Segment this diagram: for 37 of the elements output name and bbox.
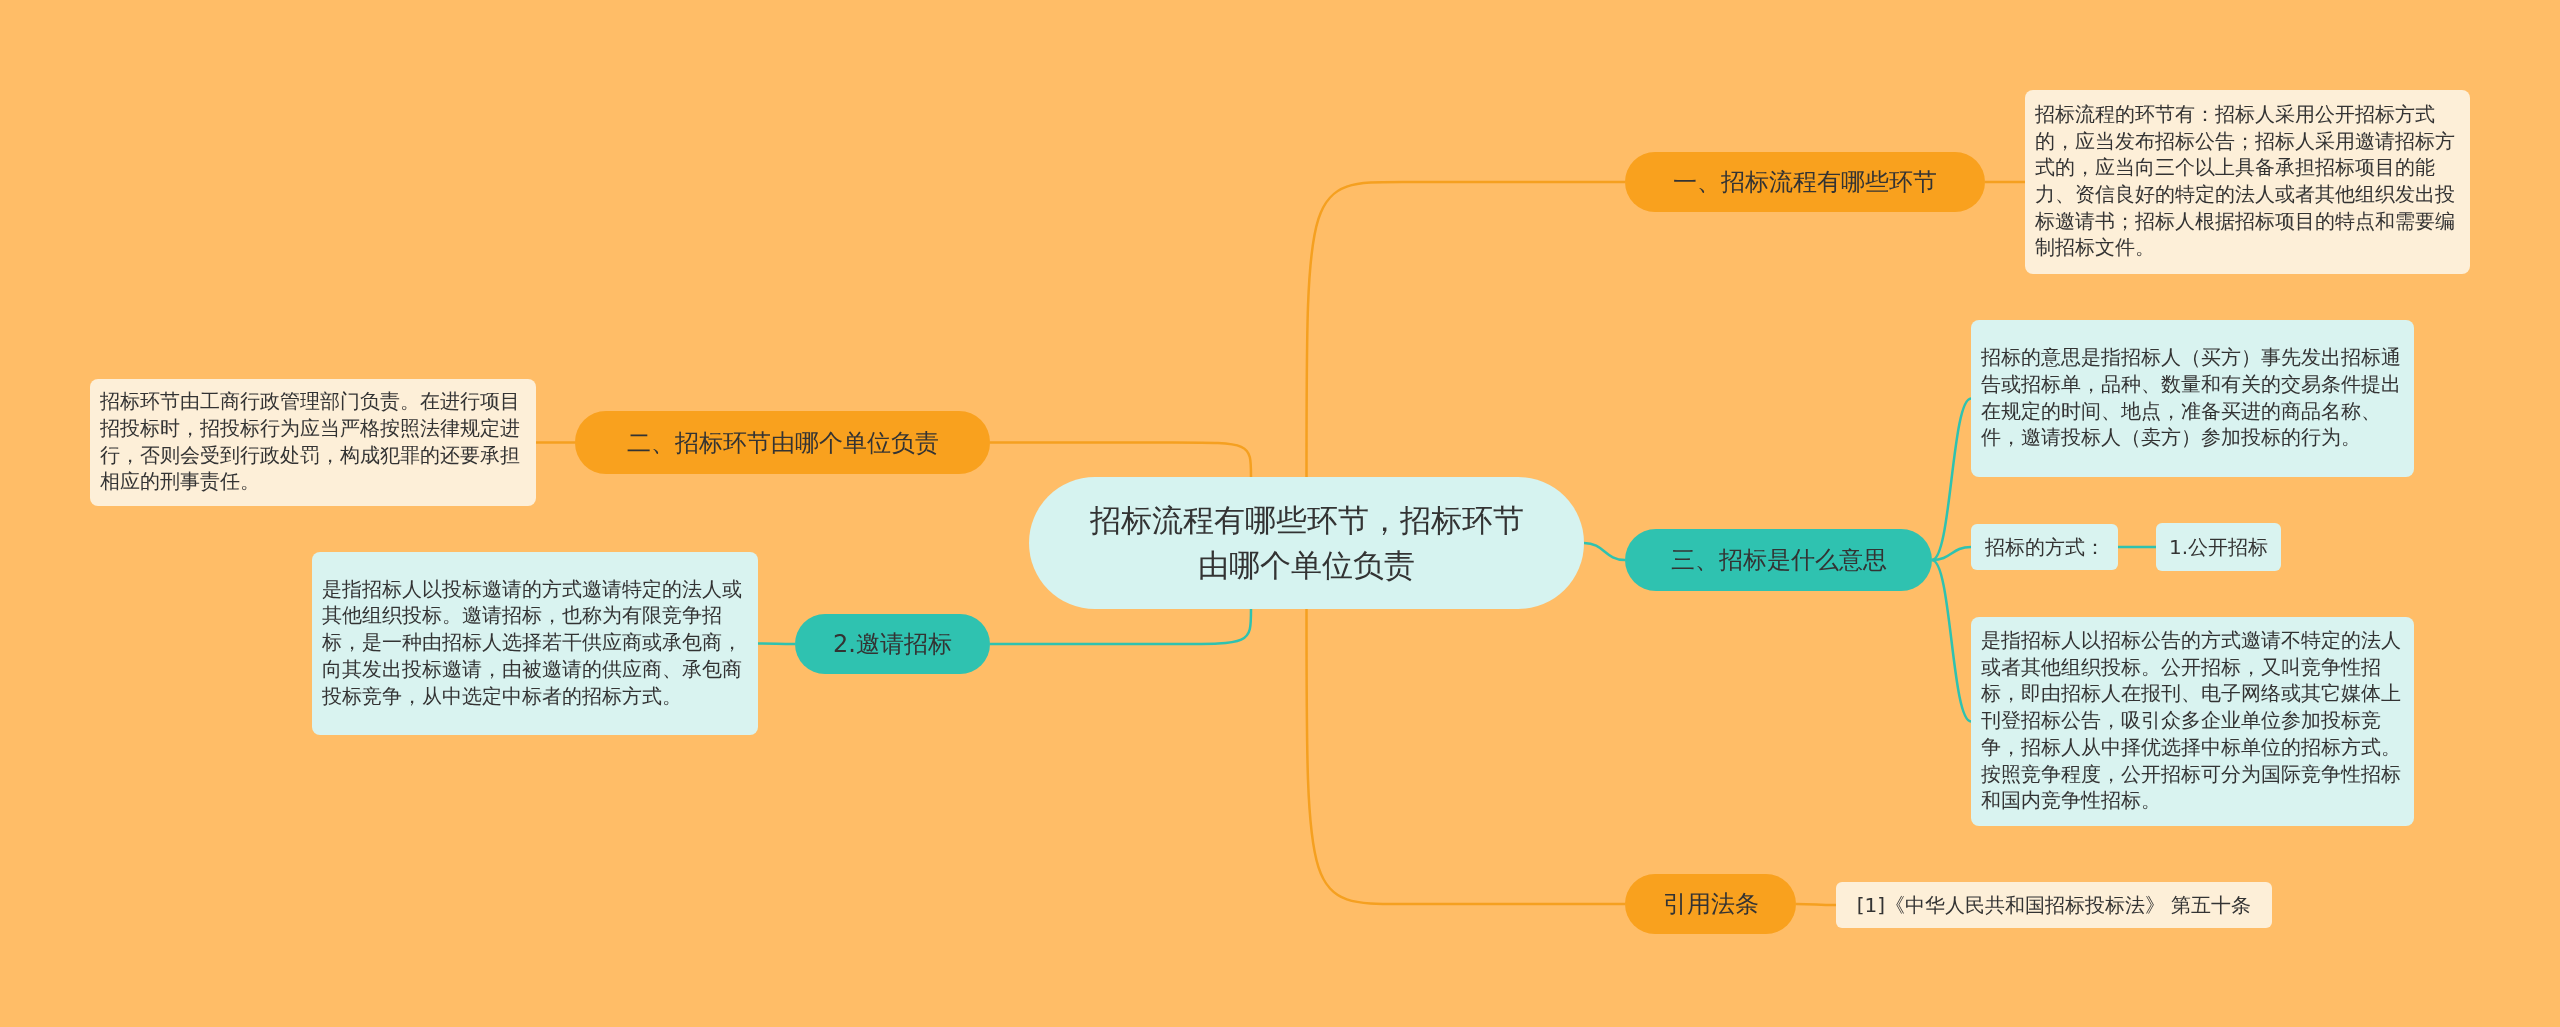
connector-line [2118, 545, 2156, 549]
connector-line [1985, 180, 2025, 184]
connector-line [990, 609, 1253, 646]
branch-topic [1625, 152, 1985, 212]
node-text: 招标的方式： [1984, 533, 2105, 561]
connector-line [1305, 180, 1625, 477]
node-text: 2.邀请招标 [833, 629, 952, 660]
connector-line [1931, 545, 1972, 562]
subtopic-label [1971, 524, 2118, 570]
connector-line [1796, 902, 1836, 907]
node-text: 招标的意思是指招标人（买方）事先发出招标通告或招标单，品种、数量和有关的交易条件提出在规定的时间、地点，准备买进的商品名称、件，邀请投标人（卖方）参加投标的行为。 [1981, 345, 2402, 452]
connector-line [1931, 397, 1972, 562]
node-text: 是指招标人以投标邀请的方式邀请特定的法人或其他组织投标。邀请招标，也称为有限竞争招标，是一种由招标人选择若干供应商或承包商，向其发出投标邀请，由被邀请的供应商、承包商投标竞争，从中选定中标者的招标方式。 [322, 576, 743, 710]
node-text: 是指招标人以招标公告的方式邀请不特定的法人或者其他组织投标。公开招标，又叫竞争性招标，即由招标人在报刊、电子网络或其它媒体上刊登招标公告，吸引众多企业单位参加投标竞争，招标人从中择优选择中标单位的招标方式。按照竞争程度，公开招标可分为国际竞争性招标和国内竞争性招标。 [1981, 628, 2402, 815]
note-card [2025, 90, 2470, 274]
node-text: 一、招标流程有哪些环节 [1673, 167, 1937, 198]
connector-line [1305, 609, 1625, 906]
node-text: 招标流程有哪些环节，招标环节由哪个单位负责 [1088, 501, 1525, 585]
branch-topic [795, 614, 990, 674]
connector-line [758, 642, 795, 646]
node-text: 招标环节由工商行政管理部门负责。在进行项目招投标时，招投标行为应当严格按照法律规定进行，否则会受到行政处罚，构成犯罪的还要承担相应的刑事责任。 [100, 389, 521, 496]
branch-topic [1625, 874, 1796, 934]
connector-line [1931, 558, 1972, 723]
node-text: 引用法条 [1662, 889, 1759, 920]
note-card [90, 379, 536, 506]
note-card [1971, 320, 2414, 477]
connector-line [990, 441, 1253, 477]
subtopic-label [2156, 523, 2281, 571]
node-text: 二、招标环节由哪个单位负责 [626, 427, 939, 459]
node-text: [1]《中华人民共和国招标投标法》 第五十条 [1856, 891, 2252, 919]
node-text: 三、招标是什么意思 [1670, 545, 1887, 576]
node-text: 1.公开招标 [2168, 533, 2269, 561]
connector-line [1583, 541, 1626, 562]
reference-label [1836, 882, 2272, 928]
note-card [312, 552, 758, 735]
node-text: 招标流程的环节有：招标人采用公开招标方式的，应当发布招标公告；招标人采用邀请招标方式的，应当向三个以上具备承担招标项目的能力、资信良好的特定的法人或者其他组织发出投标邀请书；招标人根据招标项目的特点和需要编制招标文件。 [2035, 101, 2456, 262]
connector-line [536, 441, 575, 444]
